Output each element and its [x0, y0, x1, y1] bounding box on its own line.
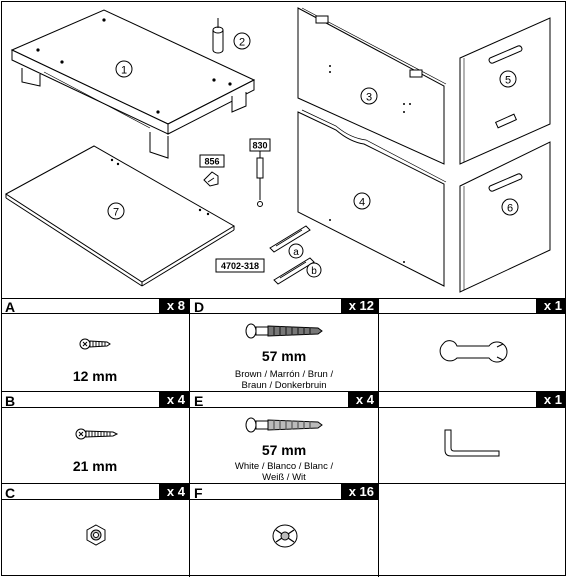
cam-bolt-brown-icon: [245, 323, 323, 339]
code-856: 856: [204, 157, 219, 167]
part-number-2: 2: [239, 37, 245, 49]
part-3-back-panel: 3: [297, 7, 447, 165]
hardware-cell-wrench: x 1: [379, 298, 566, 392]
hardware-color-line-1: Brown / Marrón / Brun /: [234, 369, 334, 380]
hardware-color-line-2: Braun / Donkerbruin: [241, 380, 327, 391]
handle-label-b: b: [311, 266, 317, 277]
wrench-icon: [439, 340, 508, 363]
part-5-side-panel: 5: [459, 17, 551, 165]
hardware-quantity: x 1: [535, 298, 566, 314]
hardware-cell-e: E x 4 57 mm White / Blanco / Blanc / Wei…: [190, 392, 379, 484]
part-number-1: 1: [121, 65, 127, 77]
part-4702-318-handles: a b 4702-318: [215, 225, 322, 285]
hardware-cell-empty: [379, 484, 566, 577]
handle-label-a: a: [293, 247, 299, 258]
hardware-color-line-1: White / Blanco / Blanc /: [234, 461, 334, 472]
allen-key-icon: [444, 429, 500, 457]
hex-nut-icon: [86, 524, 106, 546]
part-1-top-panel: 1: [10, 9, 256, 159]
hardware-letter: C: [5, 485, 16, 501]
cam-bolt-white-icon: [245, 417, 323, 433]
hardware-cell-f: F x 16: [190, 484, 379, 577]
part-7-bottom-panel: 7: [5, 145, 235, 287]
part-4-front-panel: 4: [297, 109, 447, 287]
part-number-3: 3: [366, 92, 372, 104]
hardware-cell-c: C x 4: [1, 484, 190, 577]
part-number-7: 7: [113, 207, 119, 219]
hardware-quantity: x 4: [158, 392, 189, 408]
part-number-5: 5: [505, 75, 511, 87]
part-number-6: 6: [507, 203, 513, 215]
part-856-bracket: 856: [199, 154, 225, 187]
hardware-quantity: x 8: [158, 298, 189, 314]
screw-short-icon: [79, 338, 111, 350]
screw-long-icon: [75, 428, 119, 440]
part-6-side-panel: 6: [459, 141, 551, 293]
hardware-letter: D: [194, 299, 205, 315]
hardware-letter: A: [5, 299, 16, 315]
hardware-size: 57 mm: [261, 442, 307, 458]
hardware-size: 57 mm: [261, 348, 307, 364]
hardware-cell-b: B x 4 21 mm: [1, 392, 190, 484]
hardware-quantity: x 4: [347, 392, 378, 408]
hardware-quantity: x 16: [340, 484, 378, 500]
code-4702-318: 4702-318: [221, 261, 259, 271]
part-830-strut: 830: [249, 138, 271, 207]
hardware-letter: E: [194, 393, 204, 409]
hardware-quantity: x 12: [340, 298, 378, 314]
hardware-cell-d: D x 12 57 mm Brown / Marrón / Brun / Bra…: [190, 298, 379, 392]
hardware-size: 12 mm: [72, 368, 118, 384]
part-2-peg: 2: [212, 18, 251, 54]
hardware-cell-allen-key: x 1: [379, 392, 566, 484]
parts-diagram: 1 2: [5, 7, 551, 293]
hardware-letter: F: [194, 485, 203, 501]
hardware-letter: B: [5, 393, 16, 409]
hardware-grid: A x 8 12 mm D x 12 57 mm Brown / Marrón …: [1, 298, 566, 577]
code-830: 830: [252, 141, 267, 151]
hardware-cell-a: A x 8 12 mm: [1, 298, 190, 392]
hardware-color-line-2: Weiß / Wit: [262, 472, 306, 483]
hardware-size: 21 mm: [72, 458, 118, 474]
part-number-4: 4: [359, 197, 365, 209]
hardware-quantity: x 1: [535, 392, 566, 408]
hardware-quantity: x 4: [158, 484, 189, 500]
barrel-nut-icon: [272, 524, 298, 548]
